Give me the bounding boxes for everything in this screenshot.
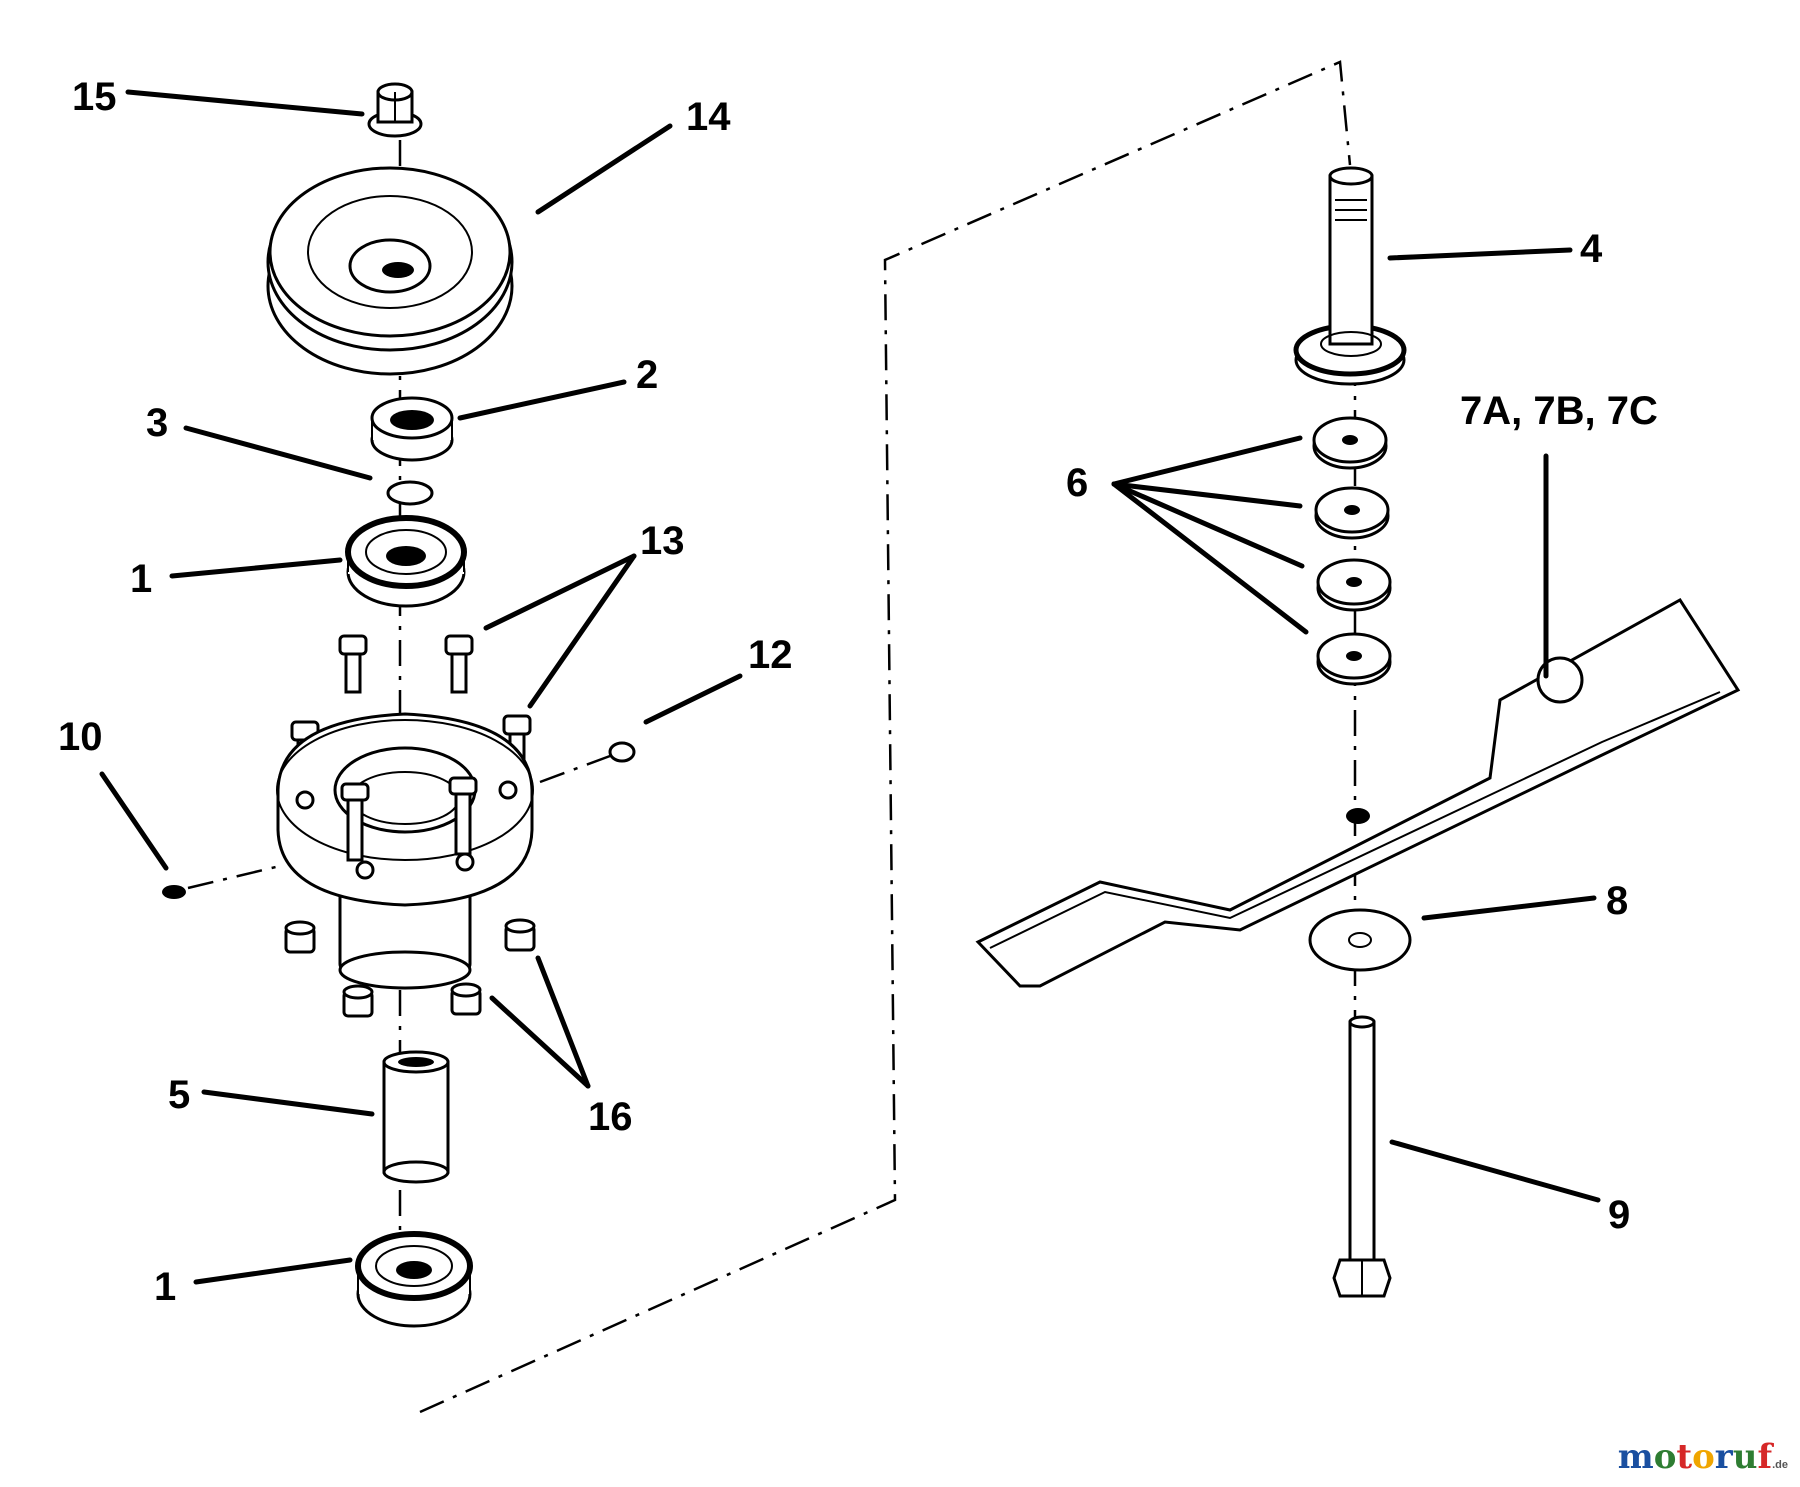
watermark-logo: motoruf.de: [1618, 1437, 1788, 1477]
leader-8: [1421, 895, 1597, 921]
flange-nut-part: [367, 82, 423, 138]
upper-bearing-part: [345, 515, 467, 608]
leader-16b: [535, 955, 591, 1089]
watermark-letter: o: [1692, 1437, 1715, 1477]
watermark-letter: t: [1676, 1437, 1693, 1477]
leader-9: [1389, 1139, 1601, 1203]
label-10: 10: [58, 715, 103, 759]
spindle-shaft-part: [1293, 166, 1407, 386]
blade-washer-part: [1308, 908, 1412, 972]
leader-1a: [169, 557, 343, 579]
leader-6a: [1111, 435, 1303, 487]
washer-stack-part: [1312, 416, 1392, 686]
leader-4: [1387, 247, 1573, 261]
label-8: 8: [1606, 879, 1628, 923]
assembly-connector-line: [419, 60, 1352, 1414]
label-12: 12: [748, 633, 793, 677]
label-14: 14: [686, 95, 731, 139]
watermark-text: motoruf: [1618, 1437, 1772, 1477]
watermark-letter: o: [1653, 1437, 1677, 1477]
spacer-bushing-part: [370, 396, 454, 462]
plug-part: [162, 864, 281, 899]
leader-6d: [1111, 481, 1309, 635]
label-9: 9: [1608, 1193, 1630, 1237]
leader-10: [99, 771, 169, 871]
lower-bearing-part: [355, 1231, 473, 1328]
leader-12: [643, 673, 743, 725]
mower-blade-part: [975, 598, 1741, 988]
label-1-lower: 1: [154, 1265, 176, 1309]
label-3: 3: [146, 401, 168, 445]
leader-13a: [483, 553, 637, 631]
grease-fitting-part: [539, 741, 636, 784]
leader-13b: [527, 553, 637, 709]
label-16: 16: [588, 1095, 633, 1139]
blade-bolt-part: [1332, 1015, 1392, 1298]
leader-1b: [193, 1257, 353, 1285]
spindle-housing-part: [276, 712, 534, 990]
watermark-letter: m: [1617, 1437, 1654, 1477]
leader-6b: [1111, 481, 1303, 509]
leader-15: [125, 89, 365, 117]
label-2: 2: [636, 353, 658, 397]
part-number-labels: 15 14 2 3 1 13 12 10 5 16 1 4 6 7A, 7B, …: [58, 75, 1658, 1309]
label-15: 15: [72, 75, 117, 119]
leader-5: [201, 1089, 375, 1117]
hex-nut-set-part: [284, 918, 536, 1018]
label-13: 13: [640, 519, 685, 563]
watermark-suffix: .de: [1772, 1459, 1788, 1471]
snap-ring-part: [386, 480, 434, 506]
leader-2: [457, 379, 627, 421]
label-7: 7A, 7B, 7C: [1460, 389, 1658, 433]
leader-3: [183, 425, 373, 481]
pulley-part: [266, 166, 514, 376]
leader-6c: [1111, 481, 1305, 569]
watermark-letter: f: [1757, 1437, 1773, 1477]
watermark-letter: u: [1732, 1437, 1758, 1477]
label-1-upper: 1: [130, 557, 152, 601]
leader-16a: [489, 995, 591, 1089]
watermark-letter: r: [1714, 1437, 1733, 1477]
leader-14: [535, 123, 673, 215]
label-6: 6: [1066, 461, 1088, 505]
label-5: 5: [168, 1073, 190, 1117]
spacer-tube-part: [382, 1050, 450, 1184]
label-4: 4: [1580, 227, 1603, 271]
leader-lines: [99, 89, 1601, 1285]
